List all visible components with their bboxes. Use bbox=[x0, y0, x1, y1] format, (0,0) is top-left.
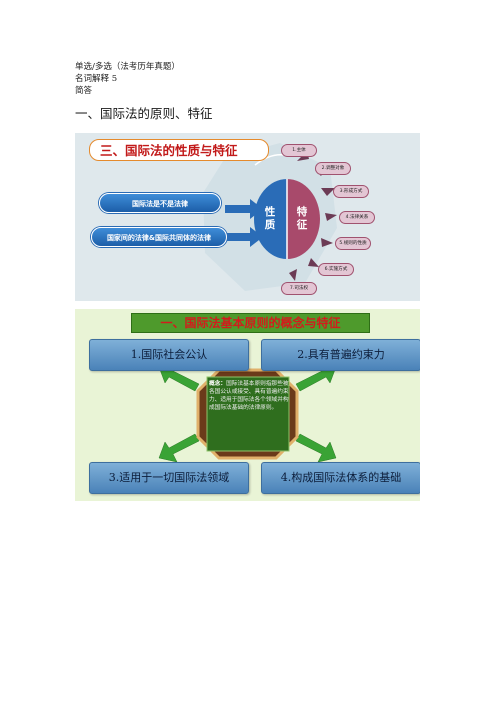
principle-box-2: 2.具有普遍约束力 bbox=[261, 339, 420, 371]
feature-legal-relation: 4.法律关系 bbox=[339, 211, 375, 224]
feature-rule-nature: 5.规则的性质 bbox=[335, 237, 371, 250]
circle-nature-char2: 质 bbox=[264, 219, 276, 231]
principle-box-1: 1.国际社会公认 bbox=[89, 339, 249, 371]
concept-text: 国际法基本原则指那些被各国公认或接受、具有普遍约束力、适用于国际法各个领域并构成… bbox=[209, 381, 289, 412]
feature-subject: 1.主体 bbox=[281, 144, 317, 157]
slide2-title: 一、国际法基本原则的概念与特征 bbox=[131, 313, 370, 333]
concept-inner-panel bbox=[206, 376, 290, 452]
feature-enforcement: 6.实施方式 bbox=[318, 263, 354, 276]
arrow-to-circle-1 bbox=[225, 199, 263, 219]
principle-box-4: 4.构成国际法体系的基础 bbox=[261, 462, 420, 494]
circle-nature-half bbox=[254, 179, 287, 259]
feature-jurisdiction: 7.司法权 bbox=[281, 282, 317, 295]
principle-box-3: 3.适用于一切国际法领域 bbox=[89, 462, 249, 494]
slide1-title: 三、国际法的性质与特征 bbox=[89, 139, 269, 161]
question-type-line: 单选/多选（法考历年真题） bbox=[75, 62, 180, 72]
feature-object: 2.调整对象 bbox=[315, 162, 351, 175]
slide-basic-principles: 一、国际法基本原则的概念与特征 1.国际社会公认 2.具有普遍约束力 3.适用于… bbox=[75, 309, 420, 501]
slide-nature-and-features: 三、国际法的性质与特征 国际法是不是法律 国家间的法律&国际共同体的法律 性 质… bbox=[75, 133, 420, 301]
circle-features-char2: 征 bbox=[296, 219, 308, 231]
term-explanation-line: 名词解释 5 bbox=[75, 74, 118, 84]
green-arrows bbox=[158, 362, 337, 463]
feature-formation: 3.形成方式 bbox=[333, 185, 369, 198]
circle-nature-char1: 性 bbox=[264, 206, 276, 218]
circle-features-char1: 特 bbox=[296, 206, 308, 218]
short-answer-line: 简答 bbox=[75, 86, 93, 96]
arrow-to-circle-2 bbox=[225, 227, 263, 247]
slide2-graphics bbox=[158, 362, 337, 463]
pill-interstate-law: 国家间的法律&国际共同体的法律 bbox=[91, 227, 227, 247]
concept-definition: 概念：国际法基本原则指那些被各国公认或接受、具有普遍约束力、适用于国际法各个领域… bbox=[209, 380, 289, 446]
pill-is-law: 国际法是不是法律 bbox=[99, 193, 221, 213]
circle-features-half bbox=[287, 179, 320, 259]
concept-label: 概念： bbox=[209, 381, 227, 387]
section-heading: 一、国际法的原则、特征 bbox=[75, 106, 213, 121]
slide1-graphics bbox=[203, 143, 337, 291]
